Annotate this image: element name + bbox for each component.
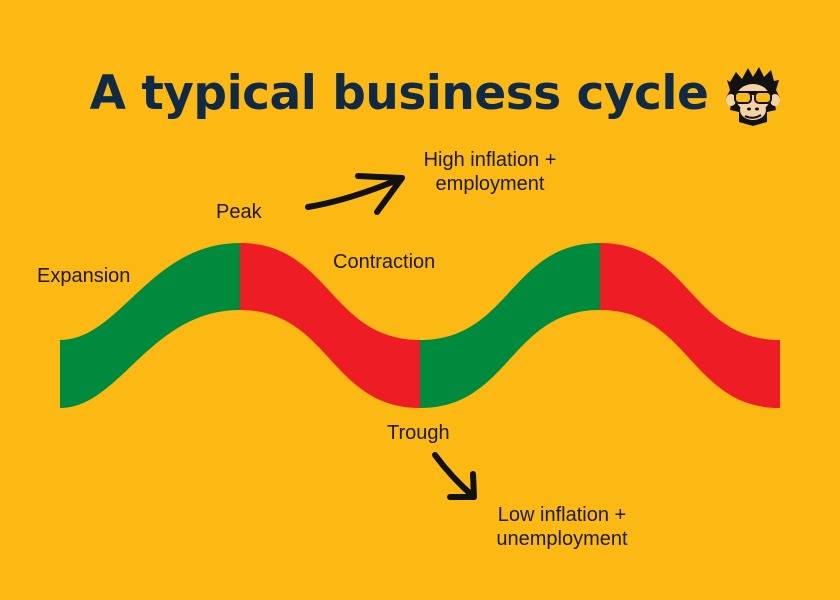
monkey-sunglasses-logo-icon	[726, 67, 780, 126]
peak-note-line-2: employment	[435, 173, 545, 195]
arrow-down-right-icon	[432, 452, 477, 500]
peak-note: High inflation + employment	[410, 148, 570, 196]
label-peak: Peak	[216, 201, 262, 223]
peak-note-line-1: High inflation +	[423, 149, 557, 171]
label-contraction: Contraction	[333, 251, 436, 273]
trough-note-line-2: unemployment	[496, 528, 628, 550]
trough-note: Low inflation + unemployment	[483, 503, 641, 551]
contraction-segment-2	[600, 243, 780, 408]
arrow-up-right-icon	[305, 173, 405, 215]
contraction-segment-1	[240, 243, 420, 408]
expansion-segment-2	[420, 243, 600, 408]
label-expansion: Expansion	[37, 265, 131, 287]
trough-note-line-1: Low inflation +	[497, 504, 627, 526]
label-trough: Trough	[387, 422, 450, 444]
expansion-segment-1	[60, 243, 240, 408]
page-title: A typical business cycle	[89, 66, 709, 121]
